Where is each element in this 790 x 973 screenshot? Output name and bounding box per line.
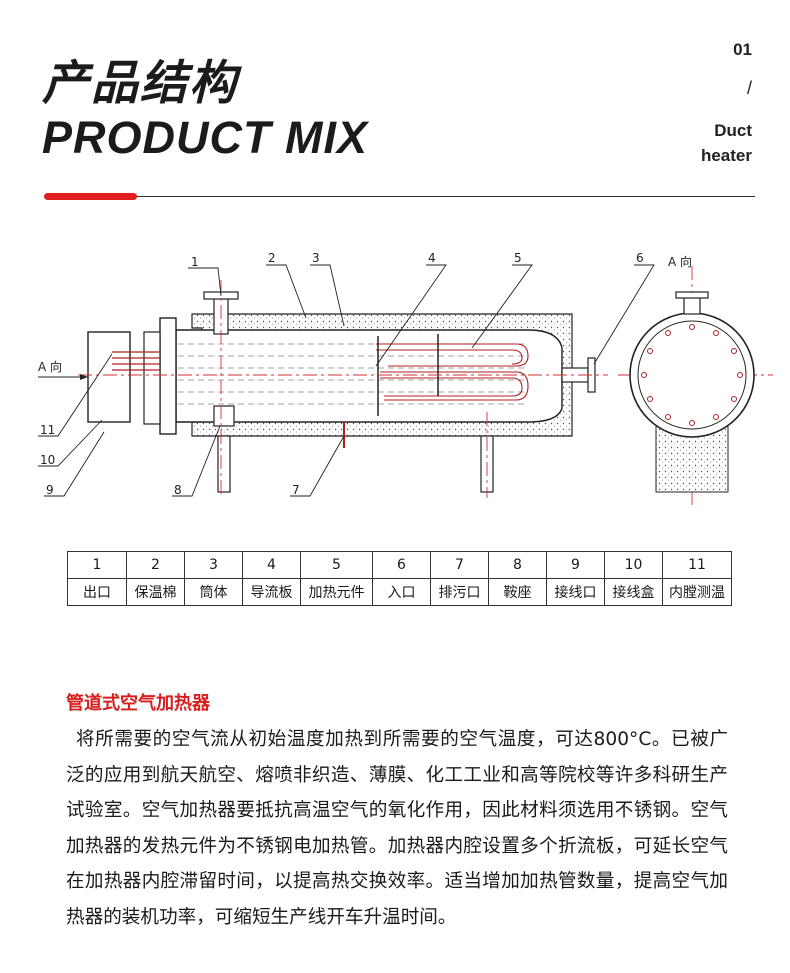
heating-elements — [376, 343, 529, 401]
part-number: 11 — [662, 551, 732, 579]
callout-8: 8 — [174, 483, 182, 497]
product-description-title: 管道式空气加热器 — [66, 693, 210, 714]
callout-1: 1 — [191, 255, 199, 269]
part-number: 6 — [372, 551, 431, 579]
callout-2: 2 — [268, 251, 276, 265]
part-name: 入口 — [372, 578, 431, 606]
page-title-cn: 产品结构 — [42, 56, 238, 111]
callout-3: 3 — [312, 251, 320, 265]
part-number: 10 — [604, 551, 663, 579]
side-number: 01 — [733, 40, 752, 59]
parts-table: 1 2 3 4 5 6 7 8 9 10 11 出口 保温棉 筒体 导流板 加热… — [67, 551, 732, 606]
part-name: 接线口 — [546, 578, 605, 606]
callout-10: 10 — [40, 453, 55, 467]
direction-label-left: A 向 — [38, 359, 62, 374]
page-title-en: PRODUCT MIX — [42, 112, 368, 163]
part-name: 出口 — [67, 578, 127, 606]
part-name: 内膛测温 — [662, 578, 732, 606]
part-number: 5 — [300, 551, 373, 579]
callout-5: 5 — [514, 251, 522, 265]
part-name: 保温棉 — [126, 578, 185, 606]
part-name: 鞍座 — [488, 578, 547, 606]
part-number: 3 — [184, 551, 243, 579]
side-slash: / — [746, 78, 752, 98]
part-number: 9 — [546, 551, 605, 579]
part-number: 4 — [242, 551, 301, 579]
parts-number-row: 1 2 3 4 5 6 7 8 9 10 11 — [67, 551, 732, 579]
product-description-body: 将所需要的空气流从初始温度加热到所需要的空气温度，可达800°C。已被广泛的应用… — [66, 729, 728, 928]
part-name: 导流板 — [242, 578, 301, 606]
callout-4: 4 — [428, 251, 436, 265]
parts-name-row: 出口 保温棉 筒体 导流板 加热元件 入口 排污口 鞍座 接线口 接线盒 内膛测… — [67, 578, 732, 606]
callout-7: 7 — [292, 483, 300, 497]
shell-flange — [159, 317, 177, 435]
part-number: 8 — [488, 551, 547, 579]
callout-6: 6 — [636, 251, 644, 265]
part-name: 排污口 — [430, 578, 489, 606]
shell-body — [175, 329, 563, 423]
callout-9: 9 — [46, 483, 54, 497]
part-name: 接线盒 — [604, 578, 663, 606]
saddle-left — [217, 435, 231, 493]
part-name: 加热元件 — [300, 578, 373, 606]
part-number: 2 — [126, 551, 185, 579]
side-label-duct: Duct — [714, 121, 752, 140]
part-name: 筒体 — [184, 578, 243, 606]
header-accent-bar — [44, 193, 137, 200]
callout-11: 11 — [40, 423, 55, 437]
end-view: A 向 — [629, 254, 755, 493]
part-number: 1 — [67, 551, 127, 579]
direction-label-right: A 向 — [668, 254, 692, 269]
header-rule — [44, 196, 755, 197]
structure-diagram: A 向 A 向 1 2 3 4 5 6 7 8 9 10 11 — [38, 251, 773, 506]
side-label-heater: heater — [700, 146, 752, 165]
part-number: 7 — [430, 551, 489, 579]
terminal-box — [87, 331, 131, 423]
